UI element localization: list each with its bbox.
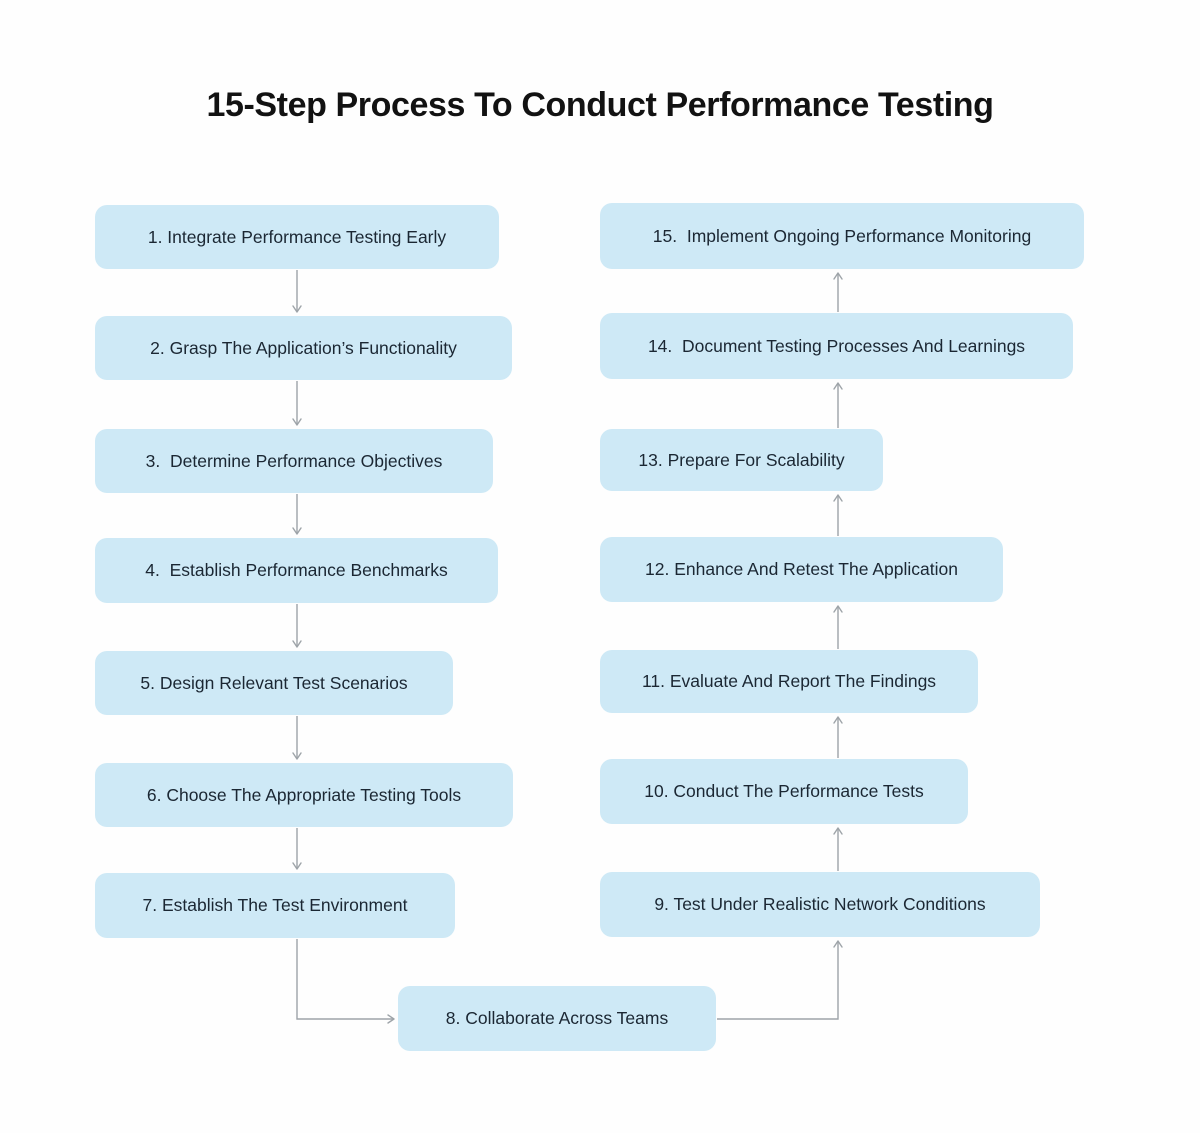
flow-node-4: 4. Establish Performance Benchmarks <box>95 538 498 603</box>
flow-node-10: 10. Conduct The Performance Tests <box>600 759 968 824</box>
flow-node-1: 1. Integrate Performance Testing Early <box>95 205 499 269</box>
flow-node-7: 7. Establish The Test Environment <box>95 873 455 938</box>
flow-node-15: 15. Implement Ongoing Performance Monito… <box>600 203 1084 269</box>
flow-node-11: 11. Evaluate And Report The Findings <box>600 650 978 713</box>
flow-node-6: 6. Choose The Appropriate Testing Tools <box>95 763 513 827</box>
flow-node-8: 8. Collaborate Across Teams <box>398 986 716 1051</box>
edge-7-to-8 <box>296 939 395 1024</box>
flow-node-5: 5. Design Relevant Test Scenarios <box>95 651 453 715</box>
flow-node-13: 13. Prepare For Scalability <box>600 429 883 491</box>
flow-node-2: 2. Grasp The Application’s Functionality <box>95 316 512 380</box>
flow-node-12: 12. Enhance And Retest The Application <box>600 537 1003 602</box>
flow-node-14: 14. Document Testing Processes And Learn… <box>600 313 1073 379</box>
flow-node-3: 3. Determine Performance Objectives <box>95 429 493 493</box>
flow-node-9: 9. Test Under Realistic Network Conditio… <box>600 872 1040 937</box>
edge-8-to-9 <box>717 940 843 1020</box>
page-title: 15-Step Process To Conduct Performance T… <box>206 86 994 124</box>
